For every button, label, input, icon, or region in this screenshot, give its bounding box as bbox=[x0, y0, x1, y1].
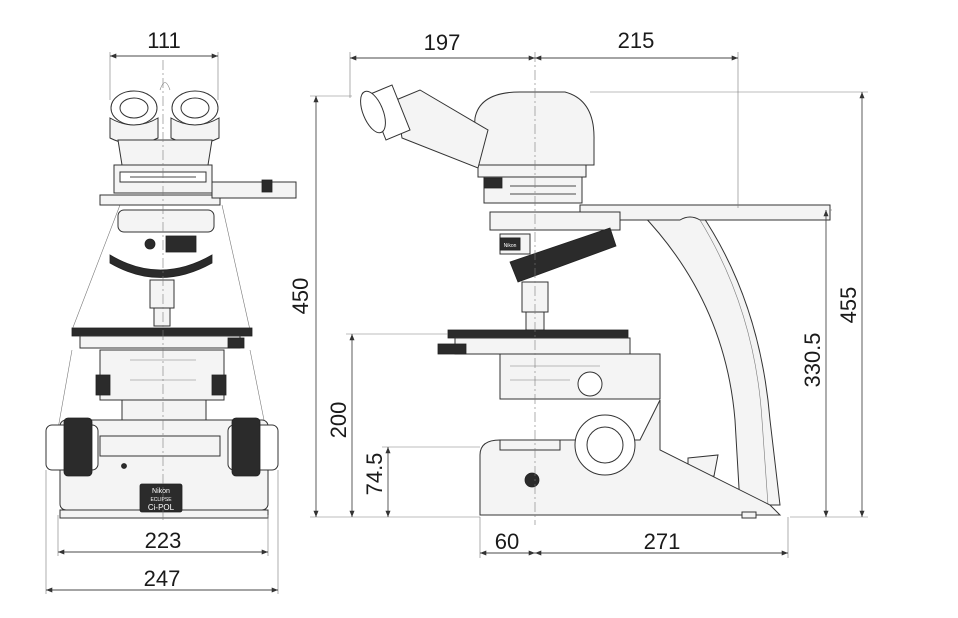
dim-front-top-width: 111 bbox=[109, 28, 219, 100]
side-head bbox=[471, 91, 595, 204]
front-nosepiece bbox=[109, 209, 215, 327]
dim-label-247: 247 bbox=[144, 566, 181, 591]
dim-side-arm-height: 455 bbox=[590, 91, 868, 518]
dim-label-223: 223 bbox=[145, 528, 182, 553]
dim-label-200: 200 bbox=[326, 402, 351, 439]
badge-brand: Nikon bbox=[152, 488, 170, 495]
front-stage bbox=[71, 327, 253, 349]
dim-front-base-outer: 247 bbox=[45, 470, 279, 594]
front-view: Nikon ECLIPSE Ci-POL 111 223 247 bbox=[45, 28, 297, 594]
front-eyepieces bbox=[109, 82, 220, 166]
dim-side-depth: 197 215 bbox=[349, 28, 739, 208]
dim-side-stage-level: 200 bbox=[326, 333, 448, 517]
side-badge-brand: Nikon bbox=[504, 243, 517, 249]
dim-label-111: 111 bbox=[147, 28, 180, 53]
front-model-badge: Nikon ECLIPSE Ci-POL bbox=[139, 483, 183, 513]
dim-label-215: 215 bbox=[618, 28, 655, 53]
side-model-badge: Nikon bbox=[499, 237, 521, 251]
side-view: Nikon 197 215 450 455 330.5 bbox=[288, 28, 868, 558]
dim-side-total-height: 450 bbox=[288, 95, 480, 518]
dim-label-197: 197 bbox=[424, 30, 461, 55]
dim-front-base-inner: 223 bbox=[57, 515, 269, 556]
dim-label-455: 455 bbox=[836, 287, 861, 324]
dim-label-60: 60 bbox=[495, 529, 519, 554]
dim-label-450: 450 bbox=[288, 278, 313, 315]
side-eyepiece-tube bbox=[360, 84, 489, 169]
side-base bbox=[479, 399, 782, 519]
side-stage bbox=[437, 329, 661, 400]
dim-side-base-depth: 60 271 bbox=[479, 517, 789, 558]
dim-label-74-5: 74.5 bbox=[362, 453, 387, 496]
front-base bbox=[45, 417, 279, 519]
badge-model: Ci-POL bbox=[148, 503, 175, 512]
front-head bbox=[99, 164, 297, 206]
front-substage bbox=[95, 349, 227, 421]
dim-side-base-height: 74.5 bbox=[362, 446, 480, 517]
badge-series: ECLIPSE bbox=[150, 497, 172, 503]
dim-side-stage-height: 330.5 bbox=[800, 209, 832, 517]
side-nosepiece bbox=[489, 211, 621, 331]
dim-label-271: 271 bbox=[644, 529, 681, 554]
dim-label-330-5: 330.5 bbox=[800, 332, 825, 387]
